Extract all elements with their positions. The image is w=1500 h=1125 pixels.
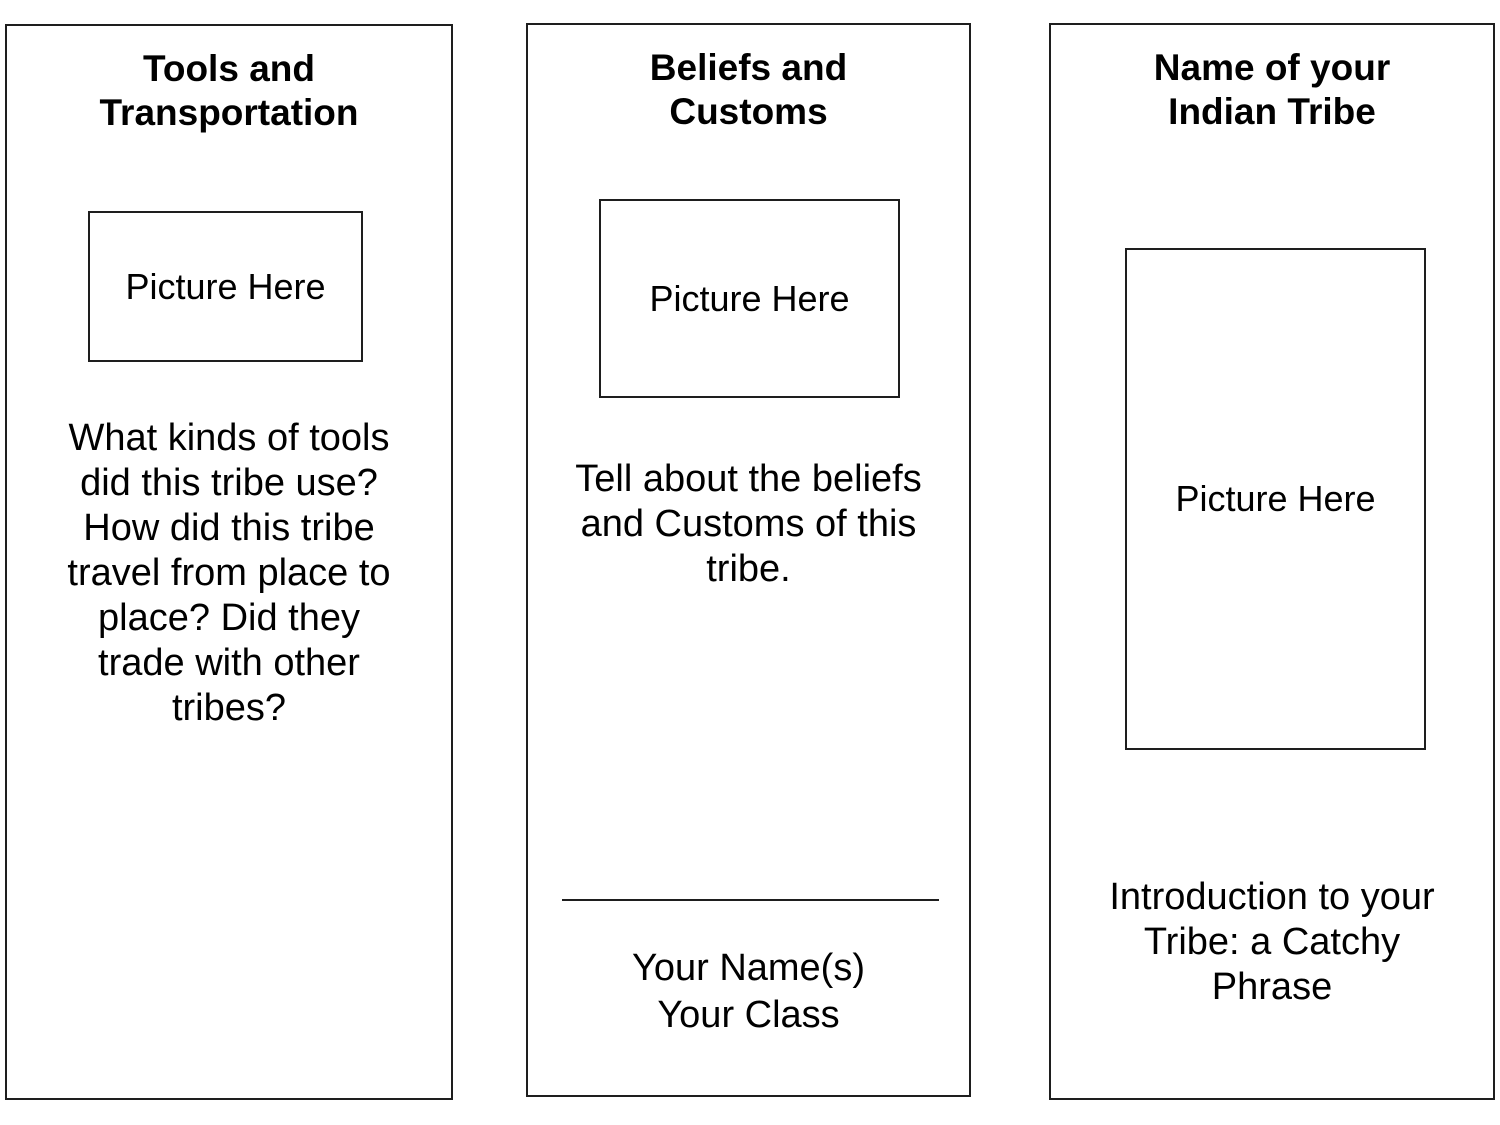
panel-beliefs-and-customs: Beliefs and Customs Picture Here Tell ab…	[526, 23, 971, 1097]
picture-placeholder-box: Picture Here	[1125, 248, 1426, 750]
panel-body-text-introduction: Introduction to your Tribe: a Catchy Phr…	[1109, 876, 1435, 1008]
picture-placeholder-box: Picture Here	[599, 199, 900, 398]
panel-body-text-tools: What kinds of tools did this tribe use? …	[67, 417, 391, 729]
picture-placeholder-label: Picture Here	[125, 265, 326, 307]
signature-text: Your Name(s) Your Class	[631, 947, 865, 1036]
panel-title-beliefs-and-customs: Beliefs and Customs	[649, 47, 848, 132]
panel-title-tools-and-transportation: Tools and Transportation	[99, 48, 359, 133]
panel-name-of-your-indian-tribe: Name of your Indian Tribe Picture Here I…	[1049, 23, 1495, 1100]
panel-tools-and-transportation: Tools and Transportation Picture Here Wh…	[5, 24, 453, 1100]
picture-placeholder-label: Picture Here	[1175, 478, 1376, 519]
picture-placeholder-label: Picture Here	[649, 277, 850, 319]
panel-title-name-of-tribe: Name of your Indian Tribe	[1153, 47, 1391, 132]
panel-body-text-beliefs: Tell about the beliefs and Customs of th…	[575, 458, 922, 590]
signature-divider-line	[562, 899, 939, 901]
picture-placeholder-box: Picture Here	[88, 211, 363, 362]
